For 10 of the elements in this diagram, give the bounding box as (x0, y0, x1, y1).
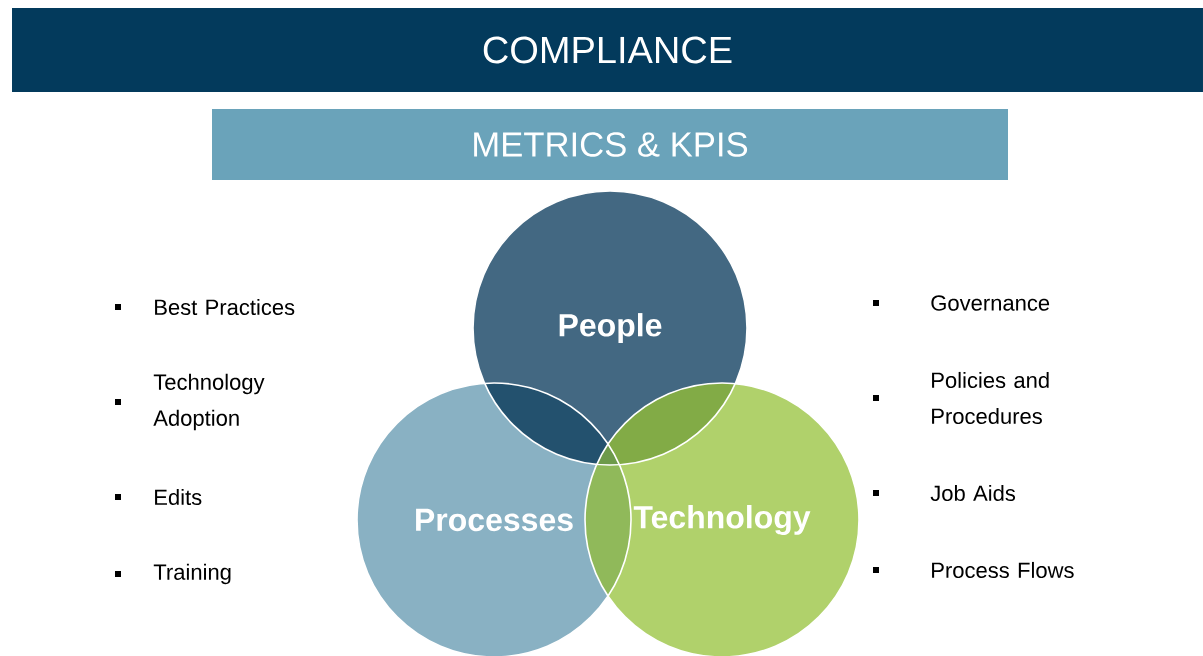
bullet-item: Governance (873, 295, 1050, 311)
bullet-item: Process Flows (873, 561, 1074, 579)
bullet-item: Job Aids (873, 484, 1016, 502)
bullet-item: Technology Adoption (115, 373, 265, 431)
banner-heading: COMPLIANCE (12, 8, 1203, 92)
bullet-item: Training (115, 563, 231, 585)
banner-heading: METRICS & KPIS (212, 109, 1008, 180)
bullet-item: Best Practices (115, 298, 295, 316)
bullet-item: Policies and Procedures (873, 371, 1049, 425)
bullet-item: Edits (115, 488, 202, 506)
